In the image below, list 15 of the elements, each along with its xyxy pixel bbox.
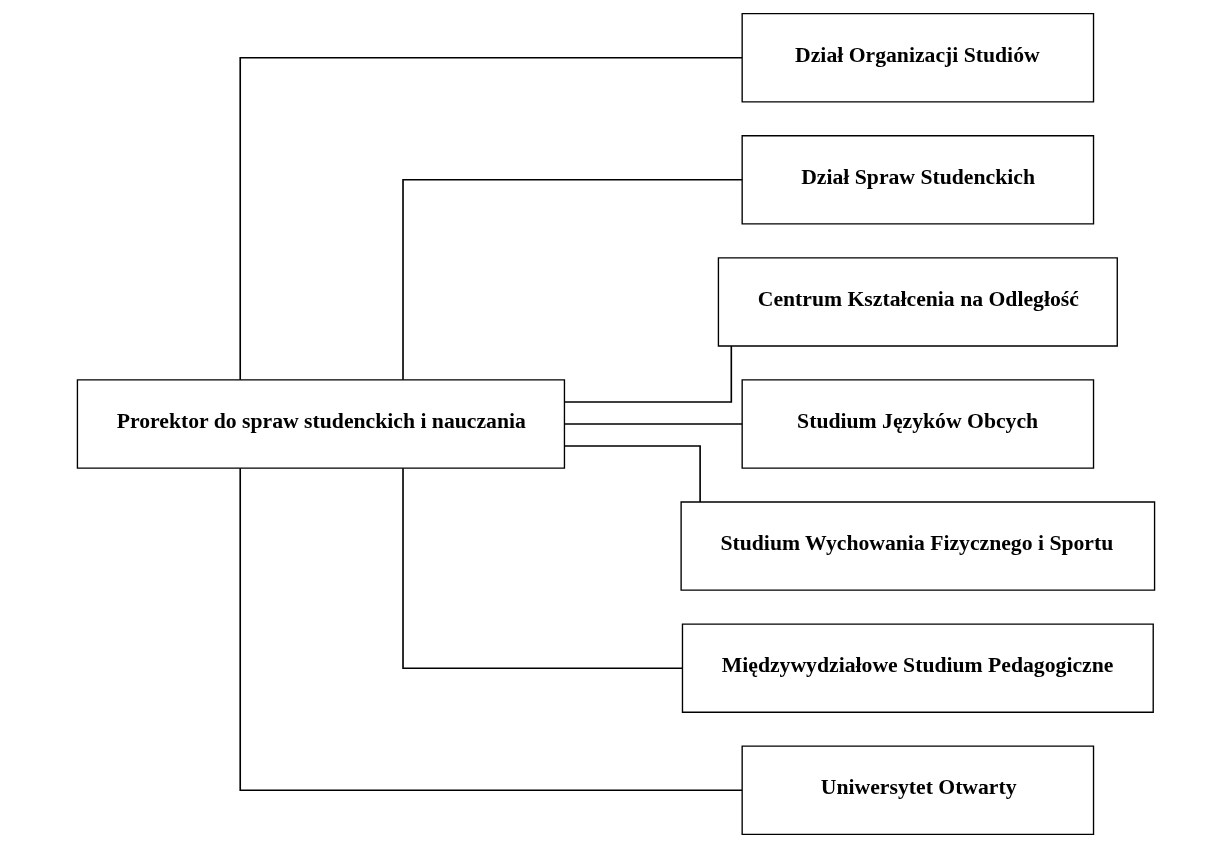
- node-box: Centrum Kształcenia na Odległość: [717, 257, 1118, 347]
- connector: [563, 445, 701, 503]
- connector: [401, 467, 683, 669]
- connector: [401, 179, 743, 381]
- node-box: Prorektor do spraw studenckich i nauczania: [76, 379, 565, 469]
- connector: [563, 423, 743, 425]
- node-box: Dział Spraw Studenckich: [741, 135, 1094, 225]
- node-box: Uniwersytet Otwarty: [741, 745, 1094, 836]
- connector: [238, 467, 743, 792]
- connector: [238, 56, 743, 381]
- node-box: Dział Organizacji Studiów: [741, 12, 1094, 103]
- node-box: Studium Wychowania Fizycznego i Sportu: [679, 501, 1155, 591]
- node-box: Studium Języków Obcych: [741, 379, 1094, 469]
- node-box: Międzywydziałowe Studium Pedagogiczne: [681, 623, 1154, 713]
- connector: [563, 345, 732, 403]
